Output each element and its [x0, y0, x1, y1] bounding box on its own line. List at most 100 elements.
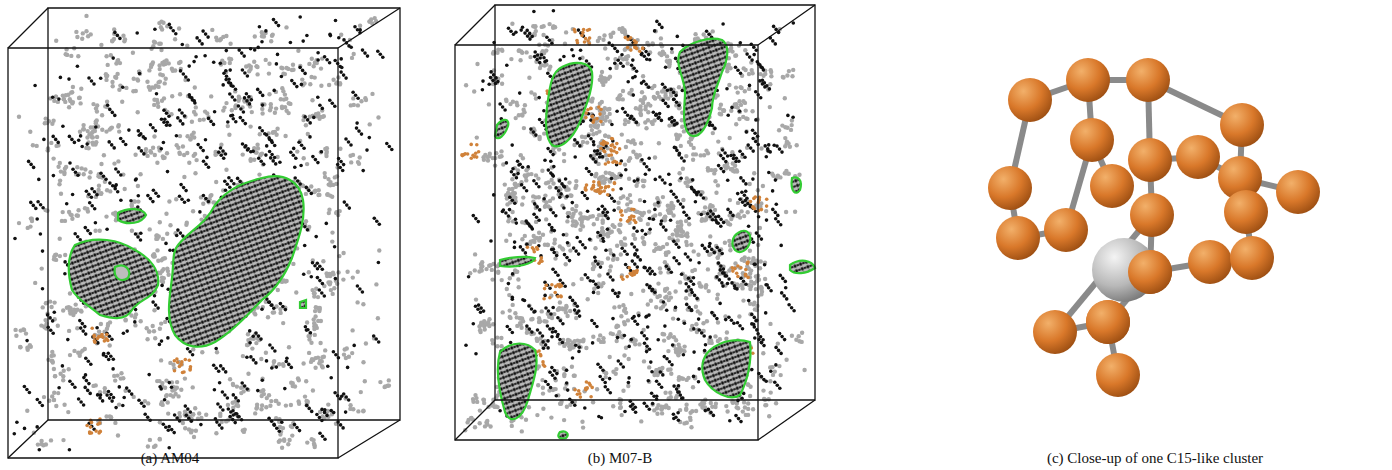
atom-dot: [245, 99, 249, 103]
atom-dot: [153, 40, 157, 44]
atom-dot: [245, 387, 249, 391]
atom-dot: [201, 202, 205, 206]
atom-dot: [58, 178, 62, 182]
atom-dot: [268, 150, 272, 154]
atom-dot: [219, 153, 223, 157]
atom-dot: [280, 66, 284, 70]
atom-dot: [87, 76, 91, 80]
atom-dot: [162, 109, 166, 113]
atom-dot: [291, 68, 295, 72]
atom-dot: [179, 69, 183, 73]
atom-dot: [183, 201, 187, 205]
atom-dot: [81, 329, 85, 333]
atom-dot: [305, 404, 309, 408]
atom-dot: [179, 388, 183, 392]
atom-dot: [239, 107, 243, 111]
atom-dot: [51, 156, 55, 160]
atom-dot: [108, 320, 112, 324]
atom-dot: [31, 143, 35, 147]
atom-dot: [342, 73, 346, 77]
atom-dot: [234, 87, 238, 91]
atom-dot: [56, 391, 60, 395]
atom-dot: [111, 184, 115, 188]
atom-dot: [350, 328, 354, 332]
atom-dot: [224, 168, 228, 172]
atom-dot: [230, 179, 234, 183]
atom-dot: [287, 345, 291, 349]
atom-dot: [41, 305, 45, 309]
atom-dot: [361, 302, 365, 306]
atom-dot: [331, 271, 335, 275]
atom-dot: [79, 326, 83, 330]
atom-dot: [363, 96, 367, 100]
atom-dot: [310, 192, 314, 196]
atom-dot: [286, 442, 290, 446]
atom-dot: [90, 187, 94, 191]
atom-dot: [318, 416, 322, 420]
atom-dot: [124, 86, 128, 90]
atom-dot: [85, 189, 89, 193]
atom-dot: [83, 167, 87, 171]
atom-dot: [297, 140, 301, 144]
atom-dot: [137, 129, 141, 133]
atom-dot: [61, 374, 65, 378]
atom-dot: [186, 407, 190, 411]
atom-dot: [142, 404, 146, 408]
atom-dot: [175, 134, 179, 138]
atom-dot: [339, 160, 343, 164]
atom-dot: [110, 338, 114, 342]
atom-dot: [138, 172, 142, 176]
atom-dot: [91, 384, 95, 388]
atom-dot: [309, 184, 313, 188]
atom-dot: [110, 125, 114, 129]
atom-dot: [300, 143, 304, 147]
atom-dot: [316, 319, 320, 323]
atom-dot: [118, 385, 122, 389]
atom-dot: [121, 404, 125, 408]
atom-dot: [164, 77, 168, 81]
atom-dot: [197, 411, 201, 415]
atom-dot: [359, 99, 363, 103]
atom-dot: [248, 329, 252, 333]
atom-dot: [119, 173, 123, 177]
atom-dot: [53, 374, 57, 378]
atom-dot: [223, 393, 227, 397]
atom-dot: [328, 61, 332, 65]
atom-dot: [228, 185, 232, 189]
atom-dot: [105, 227, 109, 231]
atom-dot: [300, 77, 304, 81]
atom-dot: [305, 320, 309, 324]
atom-dot: [329, 409, 333, 413]
atom-dot: [123, 318, 127, 322]
atom-dot: [117, 402, 121, 406]
atom-dot: [111, 111, 115, 115]
atom-dot: [264, 29, 268, 33]
atom-dot: [33, 84, 37, 88]
atom-dot: [260, 34, 264, 38]
atom-dot: [32, 204, 36, 208]
atom-dot: [350, 351, 354, 355]
atom-dot: [102, 352, 106, 356]
atom-dot: [385, 142, 389, 146]
atom-dot: [167, 199, 171, 203]
atom-dot: [368, 136, 372, 140]
atom-dot: [254, 361, 258, 365]
atom-dot: [161, 21, 165, 25]
atom-dot: [272, 310, 276, 314]
atom-dot: [262, 162, 266, 166]
atom-dot: [84, 226, 88, 230]
atom-dot: [346, 366, 350, 370]
atom-dot: [293, 423, 297, 427]
atom-dot: [287, 101, 291, 105]
atom-dot: [93, 229, 97, 233]
atom-dot: [268, 343, 272, 347]
atom-dot: [215, 38, 219, 42]
atom-dot: [312, 294, 316, 298]
atom-dot: [253, 34, 257, 38]
atom-dot: [278, 429, 282, 433]
atom-dot: [316, 95, 320, 99]
atom-dot: [327, 208, 331, 212]
atom-dot: [344, 395, 348, 399]
atom-dot: [250, 98, 254, 102]
atom-dot: [146, 194, 150, 198]
